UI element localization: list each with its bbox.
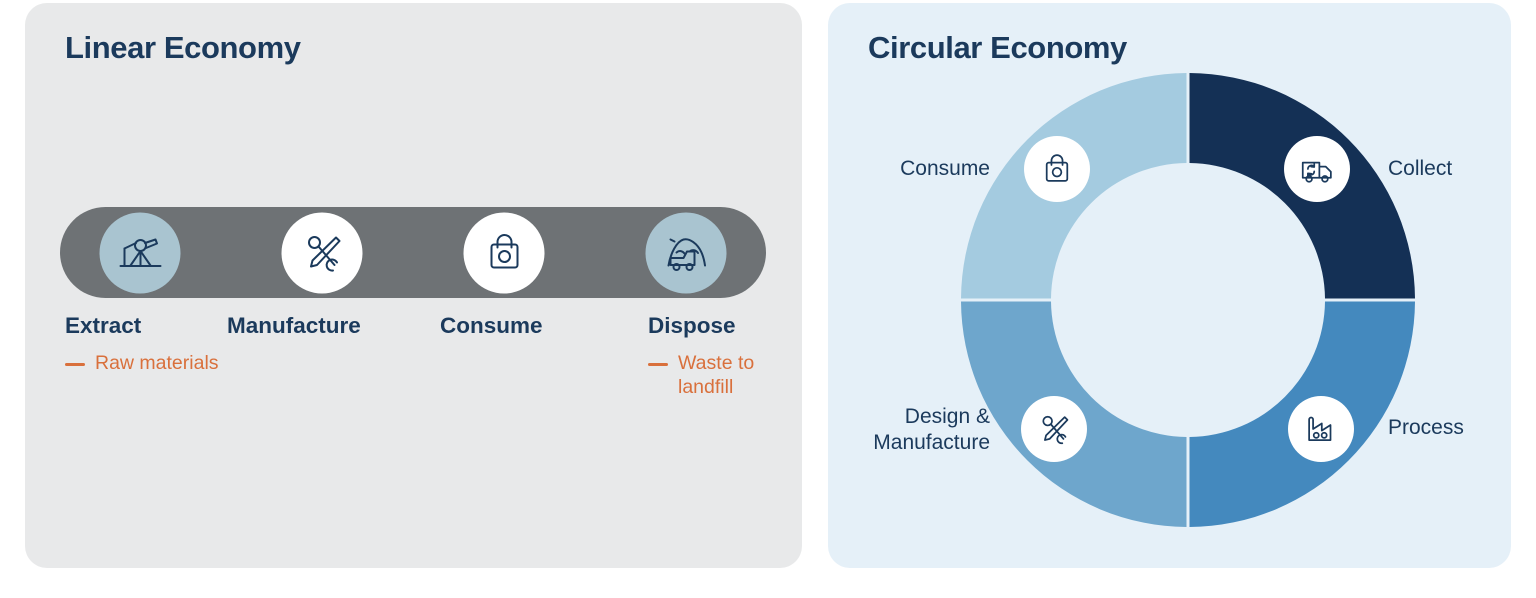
stage-label-consume: Consume bbox=[440, 313, 543, 338]
excavator-icon bbox=[99, 212, 181, 293]
tools-icon bbox=[281, 212, 363, 293]
stage-label-manufacture: Manufacture bbox=[227, 313, 361, 338]
shopping-bag-icon bbox=[463, 212, 545, 293]
shopping-bag-icon bbox=[1024, 136, 1090, 202]
ring-label-design: Design & Manufacture bbox=[873, 405, 990, 454]
factory-icon bbox=[1288, 396, 1354, 462]
stage-note-extract-text: Raw materials bbox=[95, 352, 219, 374]
ring-label-collect: Collect bbox=[1388, 157, 1453, 180]
stage-extract[interactable] bbox=[60, 207, 220, 298]
tools-icon bbox=[1021, 396, 1087, 462]
circular-economy-title: Circular Economy bbox=[868, 30, 1127, 65]
ring-label-consume: Consume bbox=[900, 157, 990, 180]
linear-economy-title: Linear Economy bbox=[65, 30, 301, 65]
ring-label-process: Process bbox=[1388, 416, 1464, 439]
landfill-icon bbox=[645, 212, 727, 293]
dash-icon bbox=[648, 363, 668, 366]
stage-consume[interactable] bbox=[424, 207, 584, 298]
stage-label-dispose: Dispose bbox=[648, 313, 736, 338]
linear-flow-bar bbox=[60, 207, 766, 298]
stage-label-extract: Extract bbox=[65, 313, 142, 338]
stage-manufacture[interactable] bbox=[242, 207, 402, 298]
stage-note-dispose-text: Waste to landfill bbox=[678, 352, 755, 398]
stage-note-dispose: Waste to landfill bbox=[648, 352, 808, 400]
dash-icon bbox=[65, 363, 85, 366]
circular-economy-donut bbox=[961, 73, 1415, 527]
stage-dispose[interactable] bbox=[606, 207, 766, 298]
linear-economy-card: Linear Economy bbox=[25, 3, 802, 568]
stage-note-extract: Raw materials bbox=[65, 352, 225, 376]
recycling-truck-icon bbox=[1284, 136, 1350, 202]
